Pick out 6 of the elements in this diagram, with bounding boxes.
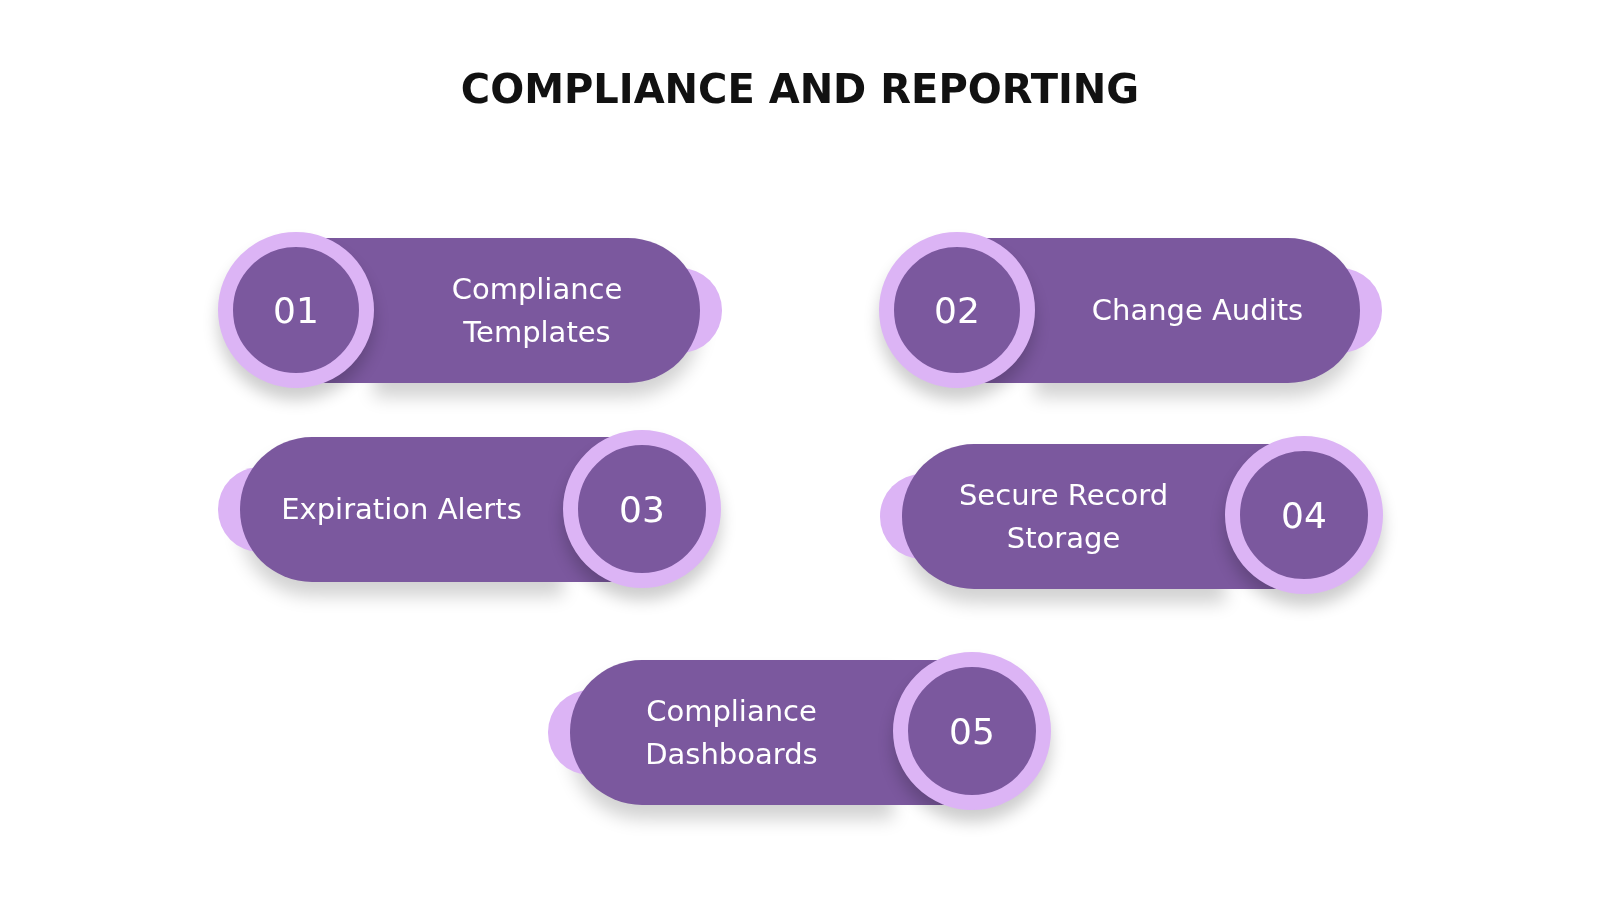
step-number-circle: 01: [218, 232, 374, 388]
title: COMPLIANCE AND REPORTING: [460, 66, 1140, 112]
step-number-circle: 05: [893, 652, 1051, 810]
step-number-circle: 02: [879, 232, 1035, 388]
step-number-circle: 04: [1225, 436, 1383, 594]
step-number-circle: 03: [563, 430, 721, 588]
